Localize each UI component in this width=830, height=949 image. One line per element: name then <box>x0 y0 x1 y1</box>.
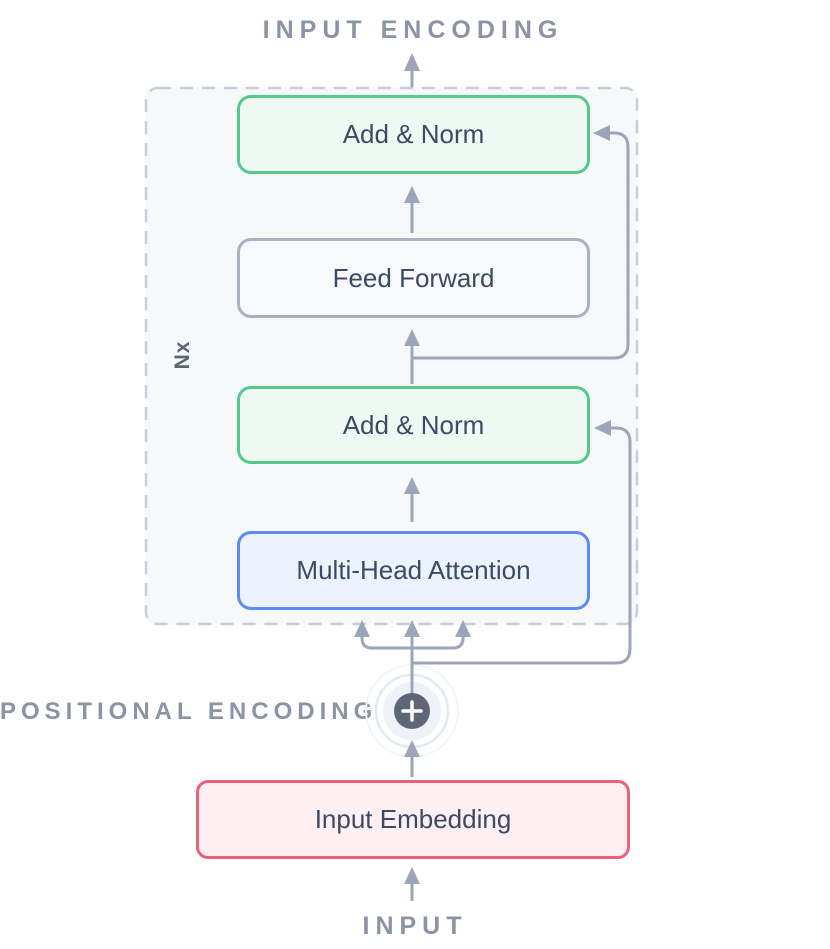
add-norm-2-block: Add & Norm <box>237 386 590 464</box>
input-embedding-block: Input Embedding <box>196 780 630 859</box>
repeat-count-label: Nx <box>171 340 194 370</box>
positional-add-icon <box>394 693 430 729</box>
multi-head-attention-block: Multi-Head Attention <box>237 531 590 610</box>
output-arrow-icon <box>404 53 420 87</box>
qkv-fan-arrows-icon <box>354 620 471 694</box>
feed-forward-block: Feed Forward <box>237 238 590 318</box>
multi-head-attention-label: Multi-Head Attention <box>296 555 531 585</box>
input-embedding-label: Input Embedding <box>314 804 512 834</box>
input-arrow-icon <box>404 867 420 901</box>
positional-add-halo <box>365 664 459 758</box>
add-norm-1-block: Add & Norm <box>237 95 590 174</box>
feed-forward-label: Feed Forward <box>332 262 495 293</box>
input-label: INPUT <box>362 912 468 940</box>
input-encoding-label: INPUT ENCODING <box>262 16 564 44</box>
add-norm-1-label: Add & Norm <box>342 119 485 149</box>
add-norm-2-label: Add & Norm <box>342 409 485 440</box>
embedding-to-add-arrow-icon <box>404 740 420 777</box>
positional-encoding-label: POSITIONAL ENCODING <box>0 698 378 725</box>
